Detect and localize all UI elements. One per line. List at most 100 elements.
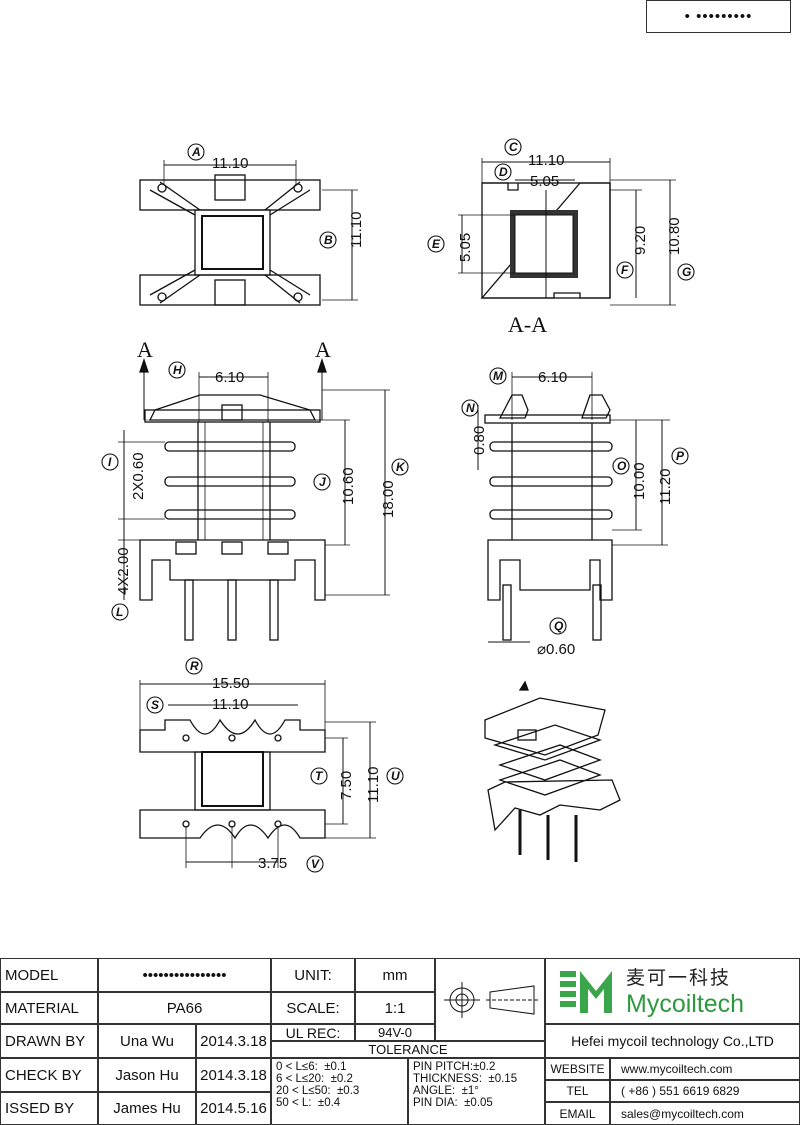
section-arrow-right: A: [315, 337, 331, 362]
section-label: A-A: [508, 312, 547, 337]
dim-o: 10.00: [631, 462, 648, 500]
dim-u: 11.10: [365, 767, 382, 803]
dim-a: 11.10: [212, 155, 248, 172]
svg-text:R: R: [190, 659, 199, 673]
tolerance-length-cell: 0 < L≤6: ±0.1 6 < L≤20: ±0.2 20 < L≤50: …: [271, 1058, 408, 1125]
dim-m: 6.10: [538, 369, 567, 386]
dim-b: 11.10: [348, 212, 365, 248]
svg-text:Q: Q: [554, 619, 564, 633]
title-block: MODEL •••••••••••••••• MATERIAL PA66 DRA…: [0, 958, 800, 1125]
callouts: A B C D E F G H I J K L M N O P Q R S T …: [101, 138, 695, 873]
dim-i: 2X0.60: [130, 452, 147, 500]
website-label: WEBSITE: [545, 1058, 610, 1080]
website-value[interactable]: www.mycoiltech.com: [610, 1058, 800, 1080]
svg-text:T: T: [315, 769, 324, 783]
svg-text:E: E: [432, 237, 441, 251]
drawn-by-date: 2014.3.18: [196, 1024, 271, 1058]
dim-t: 7.50: [338, 771, 355, 800]
issued-by-date: 2014.5.16: [196, 1092, 271, 1125]
callout-h: H: [168, 361, 186, 379]
issued-by-label: ISSED BY: [0, 1092, 98, 1125]
drawing-code: • •••••••••: [684, 8, 753, 25]
callout-l: L: [111, 603, 129, 621]
email-label: EMAIL: [545, 1102, 610, 1125]
svg-text:I: I: [108, 455, 112, 469]
callout-n: N: [461, 399, 479, 417]
svg-text:M: M: [493, 369, 504, 383]
drawn-by-label: DRAWN BY: [0, 1024, 98, 1058]
dim-v: 3.75: [258, 855, 287, 872]
callout-m: M: [489, 367, 507, 385]
logo-chinese-text: 麦可一科技: [626, 967, 732, 989]
callout-i: I: [101, 453, 119, 471]
svg-text:V: V: [311, 857, 320, 871]
callout-r: R: [185, 657, 203, 675]
dimension-labels: 11.10 11.10 11.10 5.05 5.05 9.20 10.80 6…: [115, 152, 683, 872]
dim-l: 4X2.00: [115, 547, 132, 595]
callout-p: P: [671, 447, 689, 465]
top-view: [139, 160, 358, 306]
check-by-date: 2014.3.18: [196, 1058, 271, 1092]
technical-drawing: 11.10 11.10 11.10 5.05 5.05 9.20 10.80 6…: [101, 138, 695, 873]
dim-s: 11.10: [212, 696, 248, 713]
mycoiltech-logo-icon: [560, 971, 612, 1013]
svg-text:H: H: [173, 363, 182, 377]
drawing-code-box: • •••••••••: [646, 0, 791, 33]
projection-symbol-icon: [444, 981, 538, 1018]
svg-text:N: N: [466, 401, 475, 415]
dim-p: 11.20: [657, 469, 674, 505]
tolerance-other-cell: PIN PITCH:±0.2 THICKNESS: ±0.15 ANGLE: ±…: [408, 1058, 545, 1125]
dim-k: 18.00: [380, 480, 397, 518]
dim-n: 0.80: [471, 426, 488, 455]
logo-cell: 麦可一科技 Mycoiltech: [545, 958, 800, 1024]
tolerance-length: 0 < L≤6: ±0.1 6 < L≤20: ±0.2 20 < L≤50: …: [276, 1061, 360, 1109]
model-value: ••••••••••••••••: [98, 958, 271, 992]
tel-value: ( +86 ) 551 6619 6829: [610, 1080, 800, 1102]
scale-value: 1:1: [355, 992, 435, 1024]
callout-b: B: [319, 231, 337, 249]
tolerance-label: TOLERANCE: [271, 1041, 545, 1058]
svg-text:B: B: [324, 233, 333, 247]
callout-f: F: [616, 261, 634, 279]
check-by-name: Jason Hu: [98, 1058, 196, 1092]
email-value[interactable]: sales@mycoiltech.com: [610, 1102, 800, 1125]
projection-symbol-cell: [435, 958, 545, 1041]
dim-f: 9.20: [632, 226, 649, 255]
issued-by-name: James Hu: [98, 1092, 196, 1125]
callout-e: E: [427, 235, 445, 253]
logo-english-text: Mycoiltech: [626, 990, 745, 1018]
svg-text:S: S: [151, 698, 159, 712]
svg-text:D: D: [499, 165, 508, 179]
material-value: PA66: [98, 992, 271, 1024]
svg-text:O: O: [617, 459, 627, 473]
front-view: [118, 357, 390, 641]
callout-v: V: [306, 855, 324, 873]
dim-g: 10.80: [666, 217, 683, 255]
dim-r: 15.50: [212, 675, 250, 692]
callout-q: Q: [549, 617, 567, 635]
side-view: [477, 372, 670, 643]
model-label: MODEL: [0, 958, 98, 992]
check-by-label: CHECK BY: [0, 1058, 98, 1092]
drawn-by-name: Una Wu: [98, 1024, 196, 1058]
svg-text:F: F: [621, 263, 629, 277]
callout-k: K: [391, 458, 409, 476]
company-name: Hefei mycoil technology Co.,LTD: [545, 1024, 800, 1058]
callout-o: O: [612, 457, 630, 475]
svg-text:G: G: [682, 265, 691, 279]
section-arrow-left: A: [137, 337, 153, 362]
callout-t: T: [310, 767, 328, 785]
unit-label: UNIT:: [271, 958, 355, 992]
callout-d: D: [494, 163, 512, 181]
ul-rec-label: UL REC:: [271, 1024, 355, 1041]
svg-text:A: A: [191, 145, 201, 159]
callout-s: S: [146, 696, 164, 714]
scale-label: SCALE:: [271, 992, 355, 1024]
isometric-view: [484, 680, 621, 862]
svg-text:C: C: [509, 140, 518, 154]
callout-g: G: [677, 263, 695, 281]
callout-c: C: [504, 138, 522, 156]
callout-u: U: [386, 767, 404, 785]
material-label: MATERIAL: [0, 992, 98, 1024]
svg-text:J: J: [319, 475, 326, 489]
